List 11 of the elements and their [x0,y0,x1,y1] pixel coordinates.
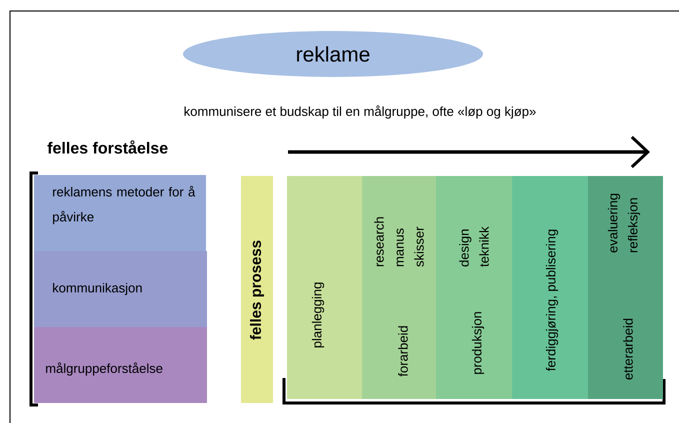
phase-column: evaluering refleksjon etterarbeid [588,176,663,399]
category-box: målgruppeforståelse [34,327,207,403]
heading: felles forståelse [47,140,168,154]
subtitle: kommunisere et budskap til en målgruppe, ofte «løp og kjøp» [184,105,536,119]
category-box: kommunikasjon [34,251,207,327]
phase-column: ferdiggjøring, publisering [512,176,588,399]
process-bar: felles prosess [241,176,273,403]
phase-column: planlegging [287,176,362,399]
phase-column: research manus skisser forarbeid [362,176,436,399]
phase-column: design teknikk produksjon [436,176,512,399]
category-box: reklamens metoder for å påvirke [34,175,206,251]
